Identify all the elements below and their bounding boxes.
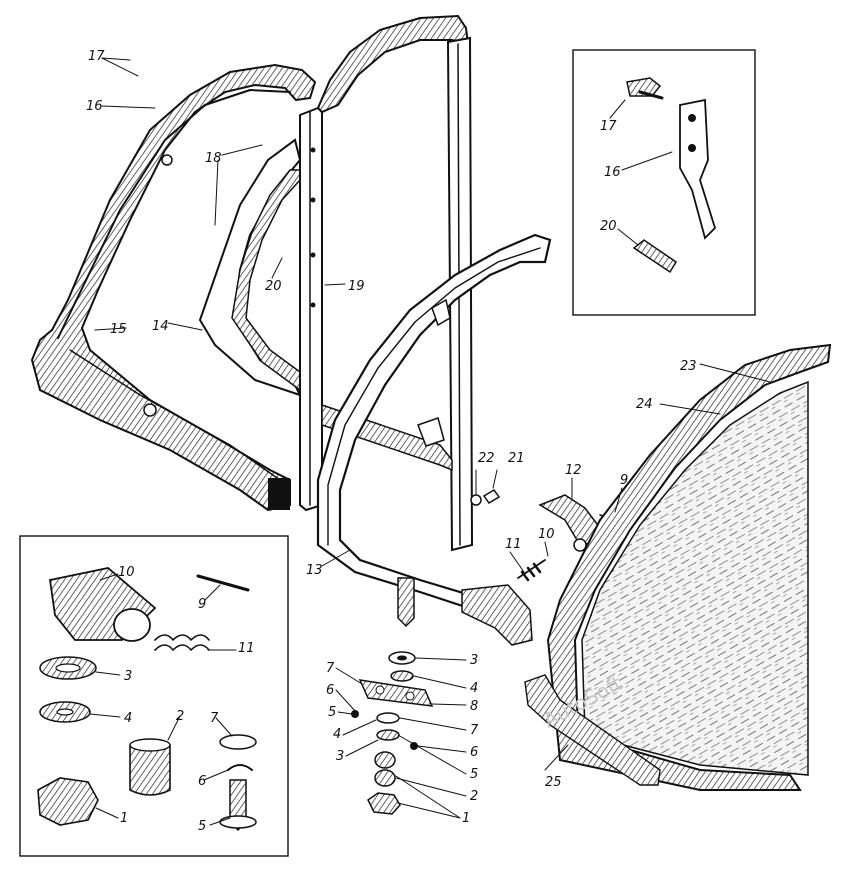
callout-17-detail: 17 — [600, 119, 617, 134]
callout-5-box: 5 — [198, 819, 206, 834]
callout-9-main: 9 — [620, 473, 628, 488]
callout-11-box: 11 — [238, 641, 255, 656]
callout-10-main: 10 — [538, 527, 555, 542]
callout-5-center-right: 5 — [470, 767, 478, 782]
callout-2-box: 2 — [176, 709, 184, 724]
part-25-bracket-strip — [524, 674, 661, 786]
detail-box-hardware — [19, 535, 289, 857]
callout-6-center-left: 6 — [326, 683, 334, 698]
callout-3-center-left: 3 — [336, 749, 344, 764]
callout-20-detail: 20 — [600, 219, 617, 234]
parts-21-22-screw-washer — [470, 469, 501, 506]
callout-16-detail: 16 — [604, 165, 621, 180]
callout-5-center-left: 5 — [328, 705, 336, 720]
callout-15: 15 — [110, 322, 127, 337]
callout-17: 17 — [88, 49, 105, 64]
callout-3-box: 3 — [124, 669, 132, 684]
callout-22: 22 — [478, 451, 495, 466]
callout-20-main: 20 — [265, 279, 282, 294]
callout-25: 25 — [545, 775, 562, 790]
callout-9-box: 9 — [198, 597, 206, 612]
callout-12: 12 — [565, 463, 582, 478]
callout-19: 19 — [348, 279, 365, 294]
callout-14: 14 — [152, 319, 169, 334]
callout-18: 18 — [205, 151, 222, 166]
fastener-stack-center — [351, 651, 434, 815]
leader-lines — [89, 57, 771, 826]
part-13-vent-frame — [316, 233, 552, 646]
detail-box-bracket — [572, 49, 756, 316]
callout-8-center: 8 — [470, 699, 478, 714]
callout-labels: 17 16 18 20 19 15 14 17 16 20 23 24 22 2… — [86, 49, 697, 834]
callout-13: 13 — [306, 563, 323, 578]
part-15-outer-frame — [30, 63, 317, 512]
callout-6-box: 6 — [198, 774, 206, 789]
callout-7-center-right: 7 — [470, 723, 479, 738]
callout-4-center-left: 4 — [333, 727, 341, 742]
part-23-24-vent-glass — [546, 343, 832, 791]
callout-7-center-left: 7 — [326, 661, 335, 676]
callout-16: 16 — [86, 99, 103, 114]
part-14-inner-panel — [198, 138, 302, 397]
callout-1-center: 1 — [462, 811, 470, 826]
callout-21: 21 — [508, 451, 525, 466]
callout-24: 24 — [636, 397, 653, 412]
callout-2-center: 2 — [470, 789, 478, 804]
callout-1-box: 1 — [120, 811, 128, 826]
callout-10-box: 10 — [118, 565, 135, 580]
callout-7-box: 7 — [210, 711, 219, 726]
callout-4-box: 4 — [124, 711, 132, 726]
callout-3-center-top: 3 — [470, 653, 478, 668]
callout-23: 23 — [680, 359, 697, 374]
callout-11-main: 11 — [505, 537, 522, 552]
callout-6-center-right: 6 — [470, 745, 478, 760]
callout-4-center-top: 4 — [470, 681, 478, 696]
